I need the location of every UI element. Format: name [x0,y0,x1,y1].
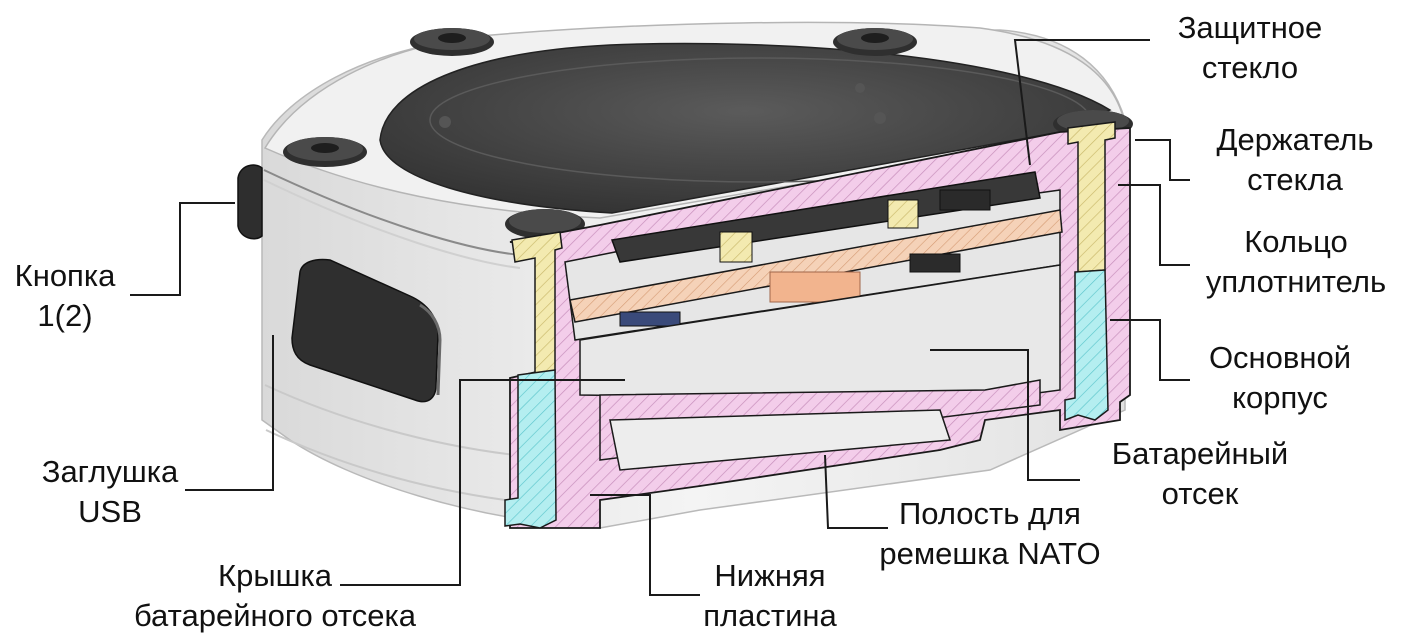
screw-top-right [833,28,917,56]
label-bottom-plate-line1: Нижняя [714,558,826,593]
leader-ring [1118,184,1190,266]
label-glass-holder-line1: Держатель [1216,122,1374,157]
strap-cavity [609,409,952,471]
leader-lines [130,39,1190,596]
label-nato-strap-cavity: Полость для ремешка NATO [860,494,1120,574]
side-button [237,164,263,240]
label-battery-compartment-line2: отсек [1161,476,1239,511]
body-groove-4 [265,429,506,501]
leader-glass [1013,39,1150,166]
label-seal-ring-line2: уплотнитель [1205,264,1387,299]
leader-button [130,202,235,296]
section-seal-right [1064,269,1109,422]
pcb-block-dark [909,253,961,273]
glass-dot-1 [439,116,451,128]
leader-holder [1135,139,1190,181]
label-protective-glass-line1: Защитное [1177,10,1323,45]
label-bottom-plate-line2: пластина [703,598,837,633]
body-groove-3 [264,384,516,456]
glass-disc [379,42,1112,214]
label-button-line2: 1(2) [37,298,93,333]
label-glass-holder: Держатель стекла [1190,120,1400,200]
label-protective-glass: Защитное стекло [1150,8,1350,88]
pcb-board [610,171,1041,263]
label-button: Кнопка 1(2) [0,256,130,336]
pcb-component-1 [719,231,753,263]
screw-top-left [410,28,494,56]
label-battery-cover-line1: Крышка [218,558,332,593]
glass-dot-2 [855,83,865,93]
section-seal-left [504,369,557,529]
screw-left [283,137,367,167]
label-main-body-line1: Основной [1208,340,1352,375]
body-groove-2 [263,179,521,269]
label-seal-ring-line1: Кольцо [1244,224,1348,259]
leader-cover [340,379,625,586]
label-main-body: Основной корпус [1180,338,1380,418]
label-usb-plug: Заглушка USB [10,452,210,532]
usb-plug [291,258,439,403]
label-glass-holder-line2: стекла [1247,162,1343,197]
label-usb-plug-line1: Заглушка [41,454,179,489]
label-seal-ring: Кольцо уплотнитель [1180,222,1412,302]
pcb-orange-board [569,209,1063,323]
label-battery-compartment-line1: Батарейный [1111,436,1289,471]
leader-battery [930,349,1080,481]
leader-strap [824,454,888,529]
label-protective-glass-line2: стекло [1201,50,1299,85]
pcb-block-blue [619,311,681,327]
label-battery-cover-line2: батарейного отсека [134,598,416,633]
label-main-body-line2: корпус [1232,380,1328,415]
leader-body [1110,319,1190,381]
label-battery-compartment: Батарейный отсек [1080,434,1320,514]
label-battery-cover: Крышка батарейного отсека [110,556,440,636]
usb-plug-edge [419,303,442,396]
label-usb-plug-line2: USB [78,494,142,529]
leader-bottom [590,494,700,596]
label-bottom-plate: Нижняя пластина [680,556,860,636]
body-groove-1 [263,169,521,256]
leader-usb [185,335,274,491]
label-nato-strap-cavity-line2: ремешка NATO [879,536,1101,571]
label-nato-strap-cavity-line1: Полость для [899,496,1081,531]
pcb-block [769,271,861,303]
pcb-component-3 [939,189,991,211]
label-button-line1: Кнопка [14,258,116,293]
glass-dot-3 [874,112,886,124]
pcb-component-2 [887,199,919,229]
